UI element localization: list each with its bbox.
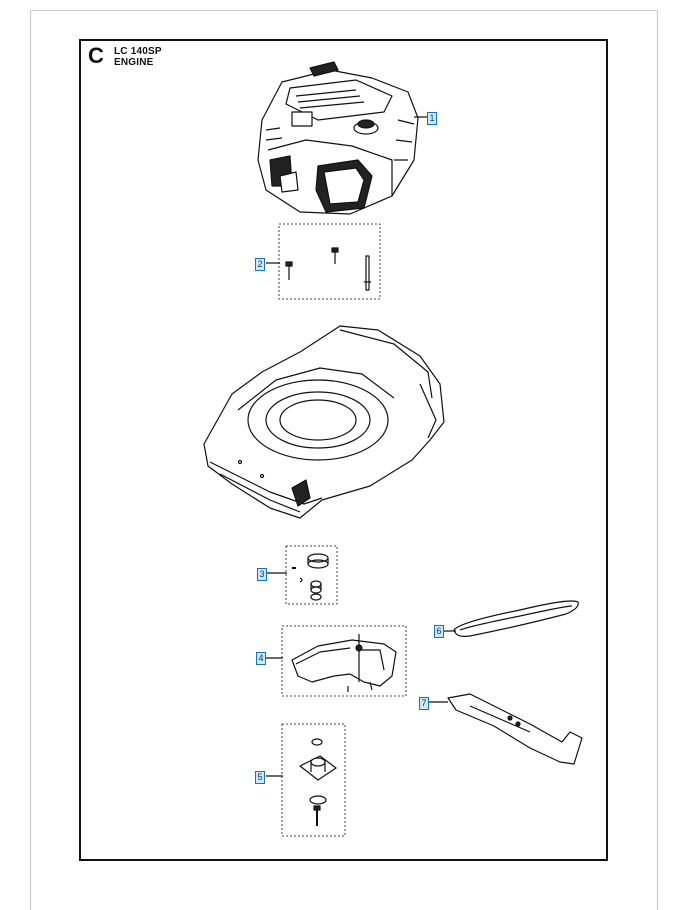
diagram-frame xyxy=(79,39,608,861)
blade-adapter-illustration xyxy=(299,738,337,826)
callout-3[interactable]: 3 xyxy=(257,568,267,581)
blade-illustration xyxy=(447,693,583,765)
callout-5[interactable]: 5 xyxy=(255,771,265,784)
engine-illustration xyxy=(257,61,419,215)
screws-illustration xyxy=(285,247,371,291)
section-letter: C xyxy=(88,43,104,68)
group-title: ENGINE xyxy=(114,57,154,68)
group-box-4 xyxy=(281,625,407,697)
page-sheet xyxy=(30,10,658,910)
callout-2[interactable]: 2 xyxy=(255,258,265,271)
spacers-illustration xyxy=(292,553,329,601)
belt-illustration xyxy=(453,600,579,637)
model-title: LC 140SP xyxy=(114,46,162,57)
callout-7[interactable]: 7 xyxy=(419,697,429,710)
baffle-illustration xyxy=(291,634,397,692)
group-box-2 xyxy=(278,223,381,300)
deck-illustration xyxy=(203,325,445,519)
callout-4[interactable]: 4 xyxy=(256,652,266,665)
callout-1[interactable]: 1 xyxy=(427,112,437,125)
callout-6[interactable]: 6 xyxy=(434,625,444,638)
group-box-3 xyxy=(285,545,338,605)
group-box-5 xyxy=(281,723,346,837)
